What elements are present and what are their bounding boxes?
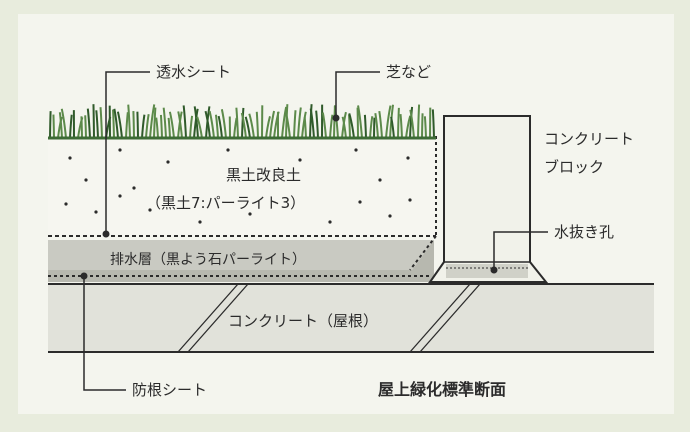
grass-blade	[50, 111, 51, 138]
grass-blade	[85, 115, 86, 138]
label-concrete-block-2: ブロック	[544, 158, 604, 176]
diagram-caption: 屋上緑化標準断面	[378, 380, 506, 399]
drain-hole-fill	[446, 264, 528, 278]
label-drain-layer: 排水層（黒よう石パーライト）	[110, 252, 306, 268]
grass-blade	[365, 115, 366, 138]
grass-blade	[425, 116, 426, 138]
grass-blade	[398, 108, 399, 138]
grass-blade	[53, 115, 54, 138]
grass-blade	[93, 104, 94, 138]
label-soil-1: 黒土改良土	[226, 166, 301, 184]
label-drain-hole: 水抜き孔	[554, 223, 614, 241]
grass-blade	[113, 110, 114, 138]
label-permeable-sheet: 透水シート	[156, 63, 231, 81]
grass-blade	[305, 117, 306, 138]
grass-blade	[433, 109, 434, 138]
label-waterproof-sheet: 防根シート	[132, 381, 207, 399]
grass-blade	[81, 116, 82, 138]
grass-blade	[161, 115, 162, 138]
label-turf: 芝など	[386, 63, 431, 81]
grass-blade	[422, 113, 423, 138]
label-soil-2: （黒土7:パーライト3）	[146, 194, 305, 212]
grass-blade	[137, 112, 138, 138]
grass-blade	[133, 111, 134, 138]
label-roof-concrete: コンクリート（屋根）	[228, 312, 378, 330]
grass-blade	[257, 112, 258, 138]
grass-blade	[418, 105, 419, 138]
concrete-block	[430, 116, 546, 282]
label-concrete-block-1: コンクリート	[544, 130, 634, 148]
